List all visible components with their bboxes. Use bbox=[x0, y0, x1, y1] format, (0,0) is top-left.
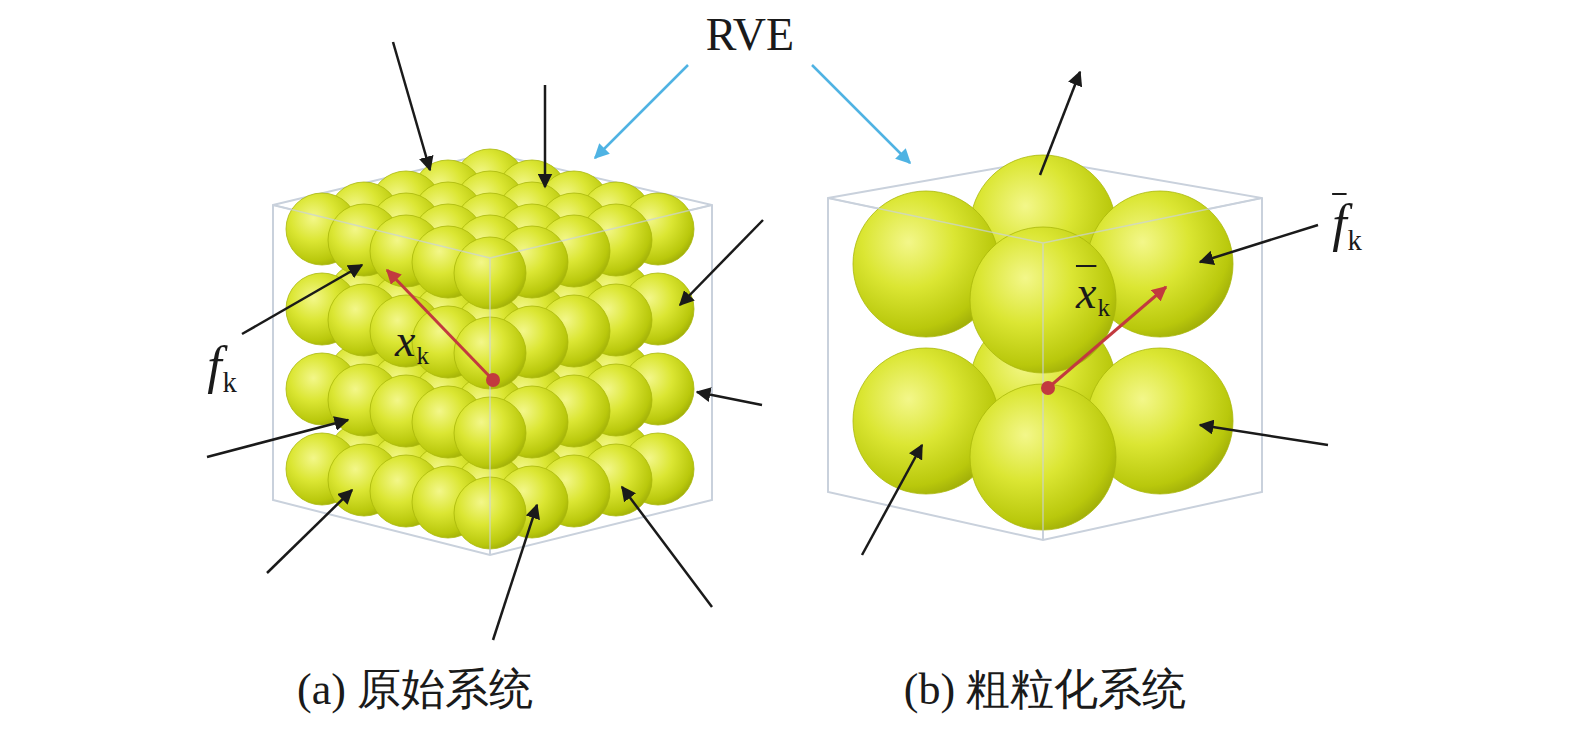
position-vector bbox=[387, 270, 1166, 388]
particle-group bbox=[286, 149, 1233, 549]
force-symbol: fk bbox=[1332, 198, 1362, 250]
force-symbol: fk bbox=[207, 340, 237, 392]
cube-outline bbox=[273, 153, 1262, 555]
panel-caption: (a) 原始系统 bbox=[297, 668, 533, 712]
center-dot bbox=[1041, 381, 1055, 395]
force-arrow bbox=[207, 42, 1328, 640]
position-symbol: xk bbox=[1076, 270, 1110, 316]
position-symbol: xk bbox=[395, 318, 429, 364]
rve-label: RVE bbox=[706, 12, 794, 58]
center-dot bbox=[486, 373, 500, 387]
rve-pointer bbox=[595, 65, 910, 163]
panel-caption: (b) 粗粒化系统 bbox=[904, 668, 1186, 712]
particle bbox=[1087, 191, 1233, 337]
cube-front-edges bbox=[273, 198, 1262, 555]
